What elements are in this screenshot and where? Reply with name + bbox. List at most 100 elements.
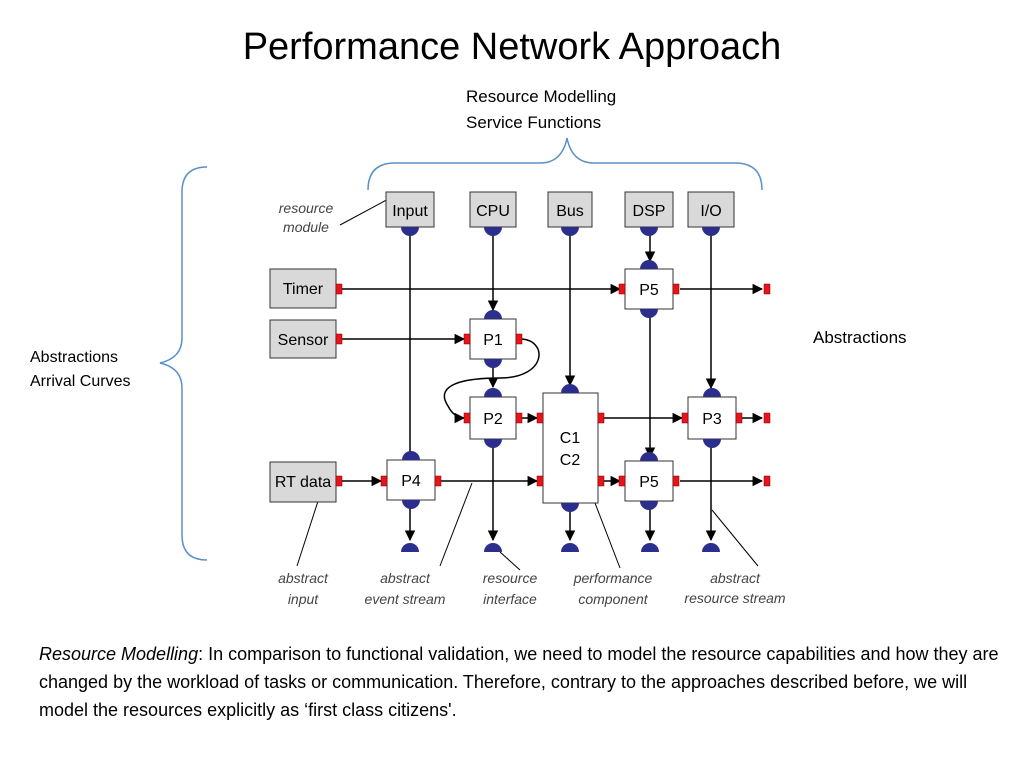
event-port [536, 475, 544, 487]
resource-terminal [641, 543, 659, 552]
resource-terminal [484, 543, 502, 552]
event-lines [342, 283, 764, 487]
source-rt-data-label: RT data [275, 474, 331, 491]
caption-paragraph: Resource Modelling: In comparison to fun… [39, 640, 999, 724]
event-ports [335, 283, 771, 487]
component-p4: P4 [386, 459, 436, 501]
component-p2: P2 [469, 396, 517, 440]
event-port [335, 283, 343, 295]
component-boxes: P5 P1 P2 C1 C2 P3 P4 P5 [386, 268, 737, 504]
event-port [672, 475, 680, 487]
resource-cpu-label: CPU [476, 203, 510, 220]
resource-terminal [702, 543, 720, 552]
event-port [380, 475, 388, 487]
resource-io-label: I/O [700, 203, 721, 220]
resource-modelling-line: Resource Modelling [466, 87, 617, 106]
service-functions-line: Service Functions [466, 113, 602, 132]
component-p5-bottom-label: P5 [639, 474, 659, 491]
component-p3-label: P3 [702, 411, 722, 428]
resource-modelling-label: Resource Modelling Service Functions [466, 84, 616, 136]
resource-module-note-2: module [283, 219, 329, 235]
caption-emphasis: Resource Modelling [39, 644, 199, 664]
resource-port [640, 501, 658, 510]
abstract-input-note-2: input [288, 591, 319, 607]
resource-bus-label: Bus [556, 203, 584, 220]
resource-input: Input [385, 191, 435, 228]
resource-port [484, 439, 502, 448]
event-port [672, 283, 680, 295]
resource-port [484, 359, 502, 368]
resource-port [703, 388, 721, 397]
resource-dsp-label: DSP [633, 203, 666, 220]
component-p5-top: P5 [624, 268, 674, 310]
resource-port [401, 227, 419, 236]
event-terminal [763, 475, 771, 487]
event-port [681, 412, 689, 424]
source-sensor-label: Sensor [278, 332, 329, 349]
component-p1: P1 [469, 318, 517, 360]
resource-bus: Bus [547, 191, 593, 228]
resource-port [640, 260, 658, 269]
component-c2-label: C2 [560, 452, 581, 469]
resource-ports [401, 227, 721, 552]
resource-port [561, 503, 579, 512]
slide-title: Performance Network Approach [242, 26, 782, 68]
abstractions-right-label: Abstractions [813, 328, 907, 347]
event-port [434, 475, 442, 487]
component-c1-label: C1 [560, 430, 581, 447]
event-port [335, 475, 343, 487]
left-bracket [159, 166, 208, 561]
event-terminal [763, 412, 771, 424]
event-port [515, 412, 523, 424]
resource-cpu: CPU [469, 191, 517, 228]
performance-component-note-2: component [578, 591, 648, 607]
resource-port [561, 384, 579, 393]
abstract-input-note-1: abstract [278, 570, 329, 586]
component-p5-top-label: P5 [639, 282, 659, 299]
resource-port [484, 310, 502, 319]
event-terminal [763, 283, 771, 295]
resource-port [402, 451, 420, 460]
event-port [335, 333, 343, 345]
component-p5-bottom: P5 [624, 460, 674, 502]
resource-port [640, 309, 658, 318]
event-port [597, 412, 605, 424]
resource-port [640, 227, 658, 236]
resource-interface-note-1: resource [483, 570, 538, 586]
event-port [463, 412, 471, 424]
event-port [618, 475, 626, 487]
resource-terminal [561, 543, 579, 552]
performance-component-note-1: performance [573, 570, 653, 586]
event-port [618, 283, 626, 295]
abstractions-line: Abstractions [30, 349, 119, 366]
top-bracket [367, 137, 763, 191]
component-p1-label: P1 [483, 332, 503, 349]
event-port [536, 412, 544, 424]
component-p2-label: P2 [483, 411, 503, 428]
resource-port [484, 227, 502, 236]
resource-port [561, 227, 579, 236]
resource-input-label: Input [392, 203, 428, 220]
resource-lines [404, 230, 717, 542]
resource-module-note-1: resource [279, 200, 334, 216]
resource-port [703, 439, 721, 448]
resource-terminal [401, 543, 419, 552]
abstract-resource-stream-note-1: abstract [710, 570, 761, 586]
event-port [735, 412, 743, 424]
resource-port [702, 227, 720, 236]
abstract-event-stream-note-2: event stream [365, 591, 446, 607]
component-p3: P3 [687, 396, 737, 440]
abstract-event-stream-note-1: abstract [380, 570, 431, 586]
caption-text: : In comparison to functional validation… [39, 644, 999, 720]
event-port [463, 333, 471, 345]
abstractions-left-label: Abstractions Arrival Curves [30, 346, 130, 394]
resource-dsp: DSP [624, 191, 674, 228]
resource-interface-note-2: interface [483, 591, 537, 607]
source-sensor: Sensor [269, 319, 337, 359]
resource-io: I/O [687, 191, 735, 228]
abstract-resource-stream-note-2: resource stream [684, 590, 785, 606]
annotation-pointers [296, 196, 759, 571]
resource-boxes: Input CPU Bus DSP I/O [385, 191, 735, 228]
arrival-curves-line: Arrival Curves [30, 373, 131, 390]
